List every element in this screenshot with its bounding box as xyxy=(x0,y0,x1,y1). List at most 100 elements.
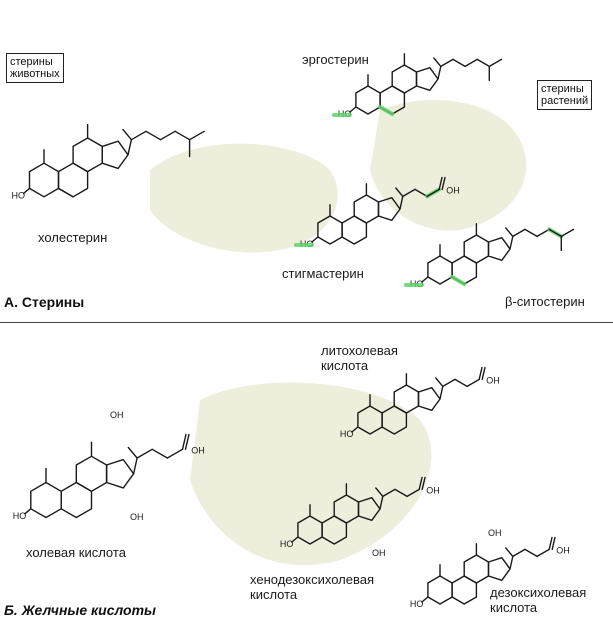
side-chain-bond xyxy=(127,138,133,156)
panel-b-title: Б. Желчные кислоты xyxy=(4,602,156,618)
ring-d xyxy=(105,458,135,489)
side-chain-bond xyxy=(382,488,396,498)
methyl-21 xyxy=(505,547,514,558)
carboxyl-oh: OH xyxy=(191,445,205,455)
label-line-2: кислота xyxy=(250,587,298,602)
methyl-21 xyxy=(433,57,442,68)
side-chain-bond xyxy=(509,555,514,570)
label-line-2: кислота xyxy=(321,358,369,373)
animal-silhouette xyxy=(150,143,338,253)
ring-a xyxy=(427,255,453,285)
methyl-21 xyxy=(505,227,514,238)
ergosterol-label: эргостерин xyxy=(302,52,369,67)
carbonyl-bond xyxy=(181,433,187,450)
ring-c xyxy=(353,194,380,224)
carbonyl-bond xyxy=(548,536,553,551)
oh-bond xyxy=(351,426,359,433)
hydroxyl-3: HO xyxy=(410,599,424,609)
deoxycholic-acid-structure: OH HO OH xyxy=(410,528,570,609)
cholesterol-label: холестерин xyxy=(38,230,108,245)
carbonyl-bond xyxy=(418,476,423,491)
label-line-1: дезоксихолевая xyxy=(490,585,587,600)
carbonyl-bond xyxy=(421,476,426,491)
ring-c xyxy=(393,384,420,414)
animal-sterols-box: стерины животных xyxy=(6,53,64,83)
terminal-methyl xyxy=(560,228,575,238)
side-chain-bond xyxy=(440,58,454,68)
side-chain-bond xyxy=(159,130,176,141)
side-chain-bond xyxy=(132,457,138,475)
side-chain-bond xyxy=(145,130,162,141)
oh-bond xyxy=(311,236,319,243)
methyl-21 xyxy=(395,187,404,198)
hydroxyl-extra-0: OH xyxy=(372,548,386,558)
side-chain-bond xyxy=(548,228,562,238)
terminal-methyl xyxy=(488,58,503,68)
side-chain-bond xyxy=(437,65,442,80)
carbonyl-bond xyxy=(184,433,190,450)
ring-a xyxy=(317,215,343,245)
box-line-2: растений xyxy=(541,95,589,107)
ring-d xyxy=(417,387,441,411)
side-chain-bond xyxy=(524,228,538,238)
side-chain-bond xyxy=(466,378,480,388)
ring-a xyxy=(30,481,62,519)
carboxyl-oh: OH xyxy=(446,185,460,195)
carbonyl-bond xyxy=(478,366,483,381)
oh-bond xyxy=(22,187,31,195)
hydroxyl-extra-0: OH xyxy=(488,528,502,538)
ring-d xyxy=(377,196,401,222)
side-chain-bond xyxy=(512,228,526,238)
side-chain-bond xyxy=(464,58,478,68)
box-line-1: стерины xyxy=(10,56,53,68)
side-chain-bond xyxy=(442,378,456,388)
side-chain-bond xyxy=(439,385,444,400)
terminal-methyl xyxy=(188,130,205,141)
oh-bond xyxy=(291,536,299,543)
side-chain-bond xyxy=(476,58,490,68)
label-line-1: литохолевая xyxy=(321,343,398,358)
side-chain-bond xyxy=(406,488,420,498)
stigmasterol-label: стигмастерин xyxy=(282,266,364,281)
side-chain-bond xyxy=(166,448,184,459)
deoxycholic-acid-label: дезоксихолевая кислота xyxy=(490,585,586,615)
carbonyl-bond xyxy=(441,176,446,191)
label-line-1: хенодезоксихолевая xyxy=(250,572,375,587)
box-line-1: стерины xyxy=(541,83,584,95)
panel-a-title: А. Стерины xyxy=(4,294,85,310)
carbonyl-bond xyxy=(438,176,443,191)
carboxyl-oh: OH xyxy=(486,375,500,385)
hydroxyl-extra-0: OH xyxy=(110,410,124,420)
hydroxyl-3: HO xyxy=(13,511,26,521)
side-chain-bond xyxy=(512,548,526,558)
side-chain-bond xyxy=(536,548,550,558)
carbonyl-bond xyxy=(481,366,486,381)
side-chain-bond xyxy=(454,378,468,388)
side-chain-bond xyxy=(399,195,404,210)
ring-b xyxy=(57,162,89,198)
cholic-acid-label: холевая кислота xyxy=(26,545,126,560)
hydroxyl-3: HO xyxy=(12,190,26,200)
hydroxyl-extra-1: OH xyxy=(130,512,144,522)
side-chain-bond xyxy=(402,188,416,198)
ring-c xyxy=(463,234,490,264)
ring-c xyxy=(391,64,418,94)
background-silhouettes xyxy=(150,100,527,566)
side-chain-bond xyxy=(509,235,514,250)
plant-silhouette xyxy=(370,100,527,231)
double-bond-5 xyxy=(57,187,74,198)
section-divider xyxy=(0,322,613,323)
side-chain-bond xyxy=(394,488,408,498)
carboxyl-oh: OH xyxy=(556,545,570,555)
ring-a xyxy=(355,85,381,115)
side-chain-bond xyxy=(524,548,538,558)
ring-a xyxy=(427,575,453,605)
side-chain-bond xyxy=(151,448,169,459)
chenodeoxycholic-acid-label: хенодезоксихолевая кислота xyxy=(250,572,374,602)
ring-d xyxy=(487,557,511,581)
side-chain-bond xyxy=(452,58,466,68)
side-chain-bond xyxy=(130,130,147,141)
